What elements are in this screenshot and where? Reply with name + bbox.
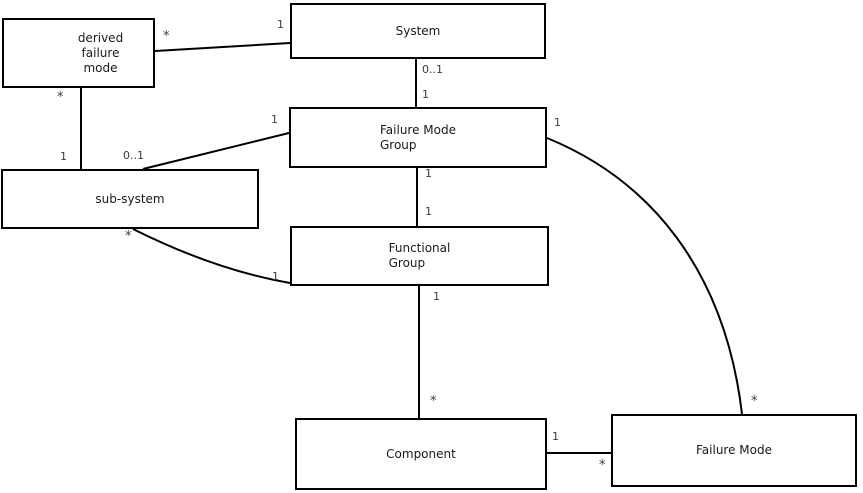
- multiplicity-fg-from-fmg-one: 1: [425, 205, 432, 218]
- multiplicity-subsystem-to-fmg-zero-one: 0..1: [123, 149, 144, 162]
- multiplicity-fmg-to-fm-one: 1: [554, 116, 561, 129]
- multiplicity-fm-from-fmg-star: *: [751, 394, 758, 409]
- class-name-failure-mode-group: Failure Mode Group: [380, 122, 456, 152]
- class-box-functional-group[interactable]: Functional Group: [290, 226, 549, 286]
- multiplicity-dfm-to-system-star: *: [163, 29, 170, 44]
- multiplicity-fm-from-component-star: *: [599, 458, 606, 473]
- class-name-functional-group: Functional Group: [388, 241, 451, 270]
- multiplicity-subsystem-to-fg-star: *: [125, 229, 132, 244]
- class-box-failure-mode[interactable]: Failure Mode: [611, 414, 857, 487]
- association-line-derived-failure-mode-system: [154, 42, 291, 52]
- multiplicity-component-from-fg-star: *: [430, 394, 437, 409]
- class-box-sub-system[interactable]: sub-system: [1, 169, 259, 229]
- association-curve-sub-system-functional-group: [132, 228, 291, 284]
- multiplicity-component-to-fm-one: 1: [552, 430, 559, 443]
- multiplicity-system-from-dfm-one: 1: [277, 18, 284, 31]
- class-name-component: Component: [386, 446, 456, 461]
- class-name-sub-system: sub-system: [95, 191, 165, 206]
- class-box-derived-failure-mode[interactable]: derived failure mode: [2, 18, 155, 88]
- multiplicity-fmg-to-fg-one: 1: [425, 167, 432, 180]
- class-box-system[interactable]: System: [290, 3, 546, 59]
- class-name-system: System: [395, 23, 441, 38]
- class-name-failure-mode: Failure Mode: [696, 443, 772, 457]
- class-box-component[interactable]: Component: [295, 418, 547, 490]
- multiplicity-subsystem-from-dfm-one: 1: [60, 150, 67, 163]
- association-curve-failure-mode-group-failure-mode: [546, 137, 743, 415]
- association-line-sub-system-failure-mode-group: [142, 132, 290, 170]
- class-name-derived-failure-mode: derived failure mode: [77, 30, 124, 75]
- multiplicity-fmg-from-subsystem-one: 1: [271, 113, 278, 126]
- class-box-failure-mode-group[interactable]: Failure Mode Group: [289, 107, 547, 168]
- multiplicity-fg-from-subsystem-one: 1: [272, 270, 279, 283]
- multiplicity-system-to-fmg-zero-one: 0..1: [422, 63, 443, 76]
- multiplicity-dfm-to-subsystem-star: *: [57, 90, 64, 105]
- multiplicity-fg-to-component-one: 1: [433, 290, 440, 303]
- multiplicity-fmg-from-system-one: 1: [422, 88, 429, 101]
